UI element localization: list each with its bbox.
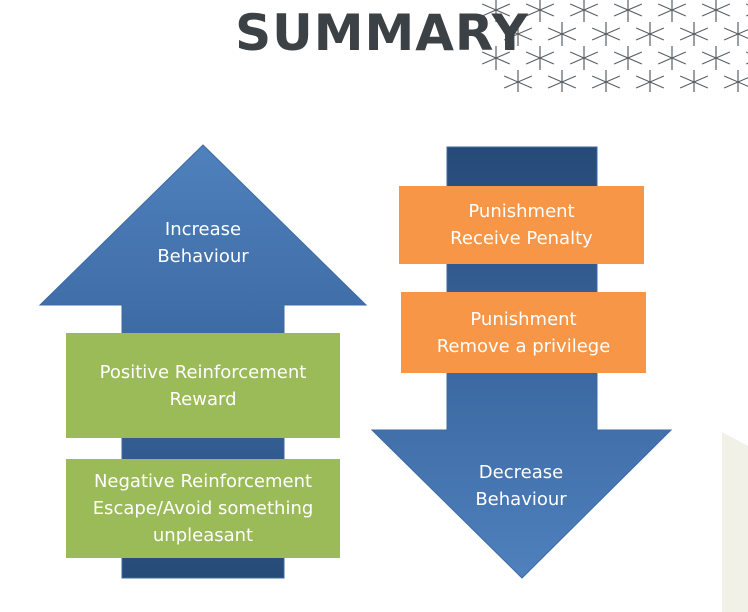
increase-behaviour-label: Increase Behaviour	[157, 219, 249, 267]
decrease-behaviour-label: Decrease Behaviour	[475, 462, 567, 510]
decorative-corner-shape	[722, 432, 748, 612]
punishment-privilege-box: Punishment Remove a privilege	[401, 292, 646, 373]
page-title: SUMMARY	[235, 4, 529, 62]
negative-reinforcement-box: Negative Reinforcement Escape/Avoid some…	[66, 459, 340, 558]
punishment-penalty-box: Punishment Receive Penalty	[399, 186, 644, 264]
positive-reinforcement-box: Positive Reinforcement Reward	[66, 333, 340, 438]
decorative-hex-pattern	[482, 0, 748, 92]
